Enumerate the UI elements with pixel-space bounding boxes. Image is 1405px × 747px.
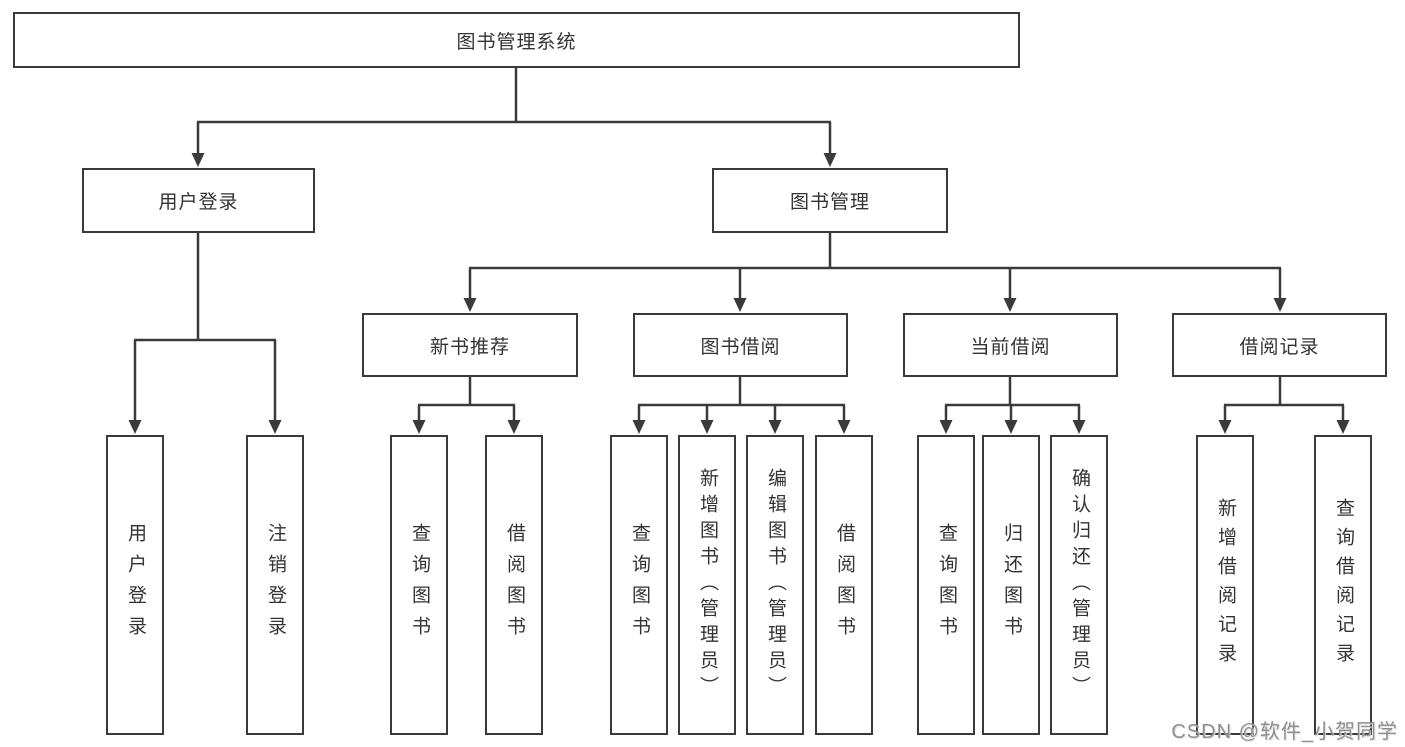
node-label: 当前借阅 xyxy=(970,336,1051,358)
leaf-label: 查询图书 xyxy=(935,523,957,647)
node-label: 用户登录 xyxy=(158,192,239,213)
node-current-borrow: 当前借阅 xyxy=(903,313,1118,377)
leaf-add-borrow-record: 新增借阅记录 xyxy=(1196,435,1254,735)
leaf-label: 查询图书 xyxy=(628,523,650,647)
leaf-query-books-1: 查询图书 xyxy=(390,435,448,735)
leaf-edit-books-admin: 编辑图书（管理员） xyxy=(746,435,804,735)
node-user-login: 用户登录 xyxy=(82,168,315,233)
leaf-borrow-books-2: 借阅图书 xyxy=(815,435,873,735)
node-label: 图书借阅 xyxy=(700,336,781,358)
leaf-confirm-return-admin: 确认归还（管理员） xyxy=(1050,435,1108,735)
leaf-label: 归还图书 xyxy=(1000,523,1022,647)
leaf-label: 编辑图书（管理员） xyxy=(764,468,786,702)
leaf-label: 新增图书（管理员） xyxy=(696,468,718,702)
leaf-query-books-3: 查询图书 xyxy=(917,435,975,735)
node-book-borrow: 图书借阅 xyxy=(633,313,848,377)
node-borrow-records: 借阅记录 xyxy=(1172,313,1387,377)
leaf-borrow-books-1: 借阅图书 xyxy=(485,435,543,735)
node-label: 图书管理 xyxy=(789,192,870,213)
leaf-return-books: 归还图书 xyxy=(982,435,1040,735)
node-label: 新书推荐 xyxy=(429,336,510,358)
leaf-user-login: 用户登录 xyxy=(106,435,164,735)
csdn-watermark: CSDN @软件_小贺同学 xyxy=(1171,721,1398,743)
leaf-label: 注销登录 xyxy=(264,523,286,647)
node-label: 借阅记录 xyxy=(1239,336,1320,358)
leaf-add-books-admin: 新增图书（管理员） xyxy=(678,435,736,735)
leaf-label: 查询借阅记录 xyxy=(1332,498,1354,672)
leaf-label: 借阅图书 xyxy=(833,523,855,647)
leaf-label: 新增借阅记录 xyxy=(1214,498,1236,672)
node-root-system: 图书管理系统 xyxy=(13,12,1020,68)
leaf-label: 查询图书 xyxy=(408,523,430,647)
leaf-query-books-2: 查询图书 xyxy=(610,435,668,735)
leaf-query-borrow-record: 查询借阅记录 xyxy=(1314,435,1372,735)
leaf-logout: 注销登录 xyxy=(246,435,304,735)
arrowheads xyxy=(128,153,1350,434)
node-label: 图书管理系统 xyxy=(456,31,577,53)
node-new-book-recommend: 新书推荐 xyxy=(362,313,578,377)
leaf-label: 借阅图书 xyxy=(503,523,525,647)
leaf-label: 用户登录 xyxy=(124,523,146,647)
leaf-label: 确认归还（管理员） xyxy=(1068,468,1090,702)
node-book-management: 图书管理 xyxy=(712,168,948,233)
